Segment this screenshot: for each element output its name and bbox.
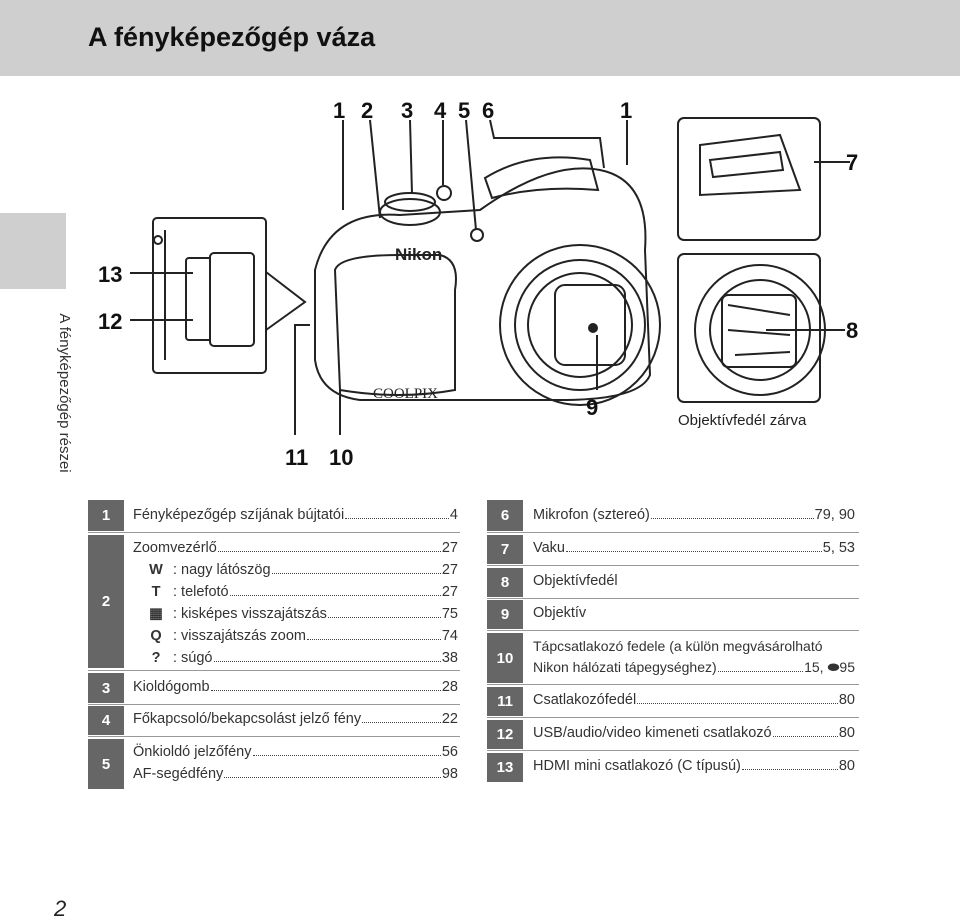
row-number: 8 (487, 568, 523, 597)
list-item: Objektívfedél (533, 573, 618, 589)
wide-icon: W (149, 562, 163, 578)
callout-11: 11 (285, 445, 309, 470)
callout-8: 8 (846, 318, 859, 343)
callout-13: 13 (98, 262, 123, 287)
row-number: 12 (487, 720, 523, 749)
lens-cover-caption: Objektívfedél zárva (678, 412, 807, 429)
model-text: COOLPIX (373, 386, 438, 402)
row-number: 4 (88, 706, 124, 735)
help-icon: ? (151, 650, 161, 666)
thumbnail-icon: ▦ (149, 606, 163, 622)
callout-1b: 1 (620, 98, 633, 123)
callout-9: 9 (586, 395, 599, 420)
row-number: 1 (88, 500, 124, 531)
list-item: Tápcsatlakozó fedele (a külön megvásárol… (533, 638, 823, 654)
callout-5: 5 (458, 98, 471, 123)
row-number: 5 (88, 739, 124, 789)
tele-icon: T (151, 584, 161, 600)
row-number: 13 (487, 753, 523, 782)
side-connector-panel (152, 217, 267, 374)
lens-outer (499, 244, 661, 406)
row-number: 2 (88, 535, 124, 668)
lens-cover-inset (677, 253, 821, 403)
page-number: 2 (54, 896, 67, 921)
brand-text: Nikon (395, 245, 442, 264)
page-header: A fényképezőgép váza (0, 0, 960, 76)
side-tab (0, 213, 66, 289)
camera-illustration: Nikon COOLPIX (130, 117, 850, 435)
callout-1: 1 (333, 98, 346, 123)
row-number: 7 (487, 535, 523, 564)
callout-6: 6 (482, 98, 495, 123)
callout-2: 2 (361, 98, 374, 123)
list-item: Mikrofon (sztereó)79, 90 (533, 507, 855, 523)
callout-7: 7 (846, 150, 859, 175)
list-item: HDMI mini csatlakozó (C típusú)80 (533, 758, 855, 774)
flash-inset (677, 117, 821, 241)
row-number: 3 (88, 673, 124, 703)
row-number: 6 (487, 500, 523, 531)
list-item: Objektív (533, 605, 587, 621)
callout-10: 10 (329, 445, 354, 470)
row-number: 9 (487, 600, 523, 629)
callout-3: 3 (401, 98, 414, 123)
camera-body (314, 167, 652, 401)
row-number: 11 (487, 687, 523, 716)
callout-12: 12 (98, 309, 123, 334)
list-item: Nikon hálózati tápegységhez)15, ⬬95 (533, 659, 855, 675)
magnify-icon: Q (150, 628, 162, 644)
row-number: 10 (487, 633, 523, 683)
page-title: A fényképezőgép váza (88, 22, 376, 52)
camera-diagram: Nikon COOLPIX 1 2 3 4 5 6 1 13 12 9 7 8 … (0, 90, 960, 490)
callout-4: 4 (434, 98, 447, 123)
